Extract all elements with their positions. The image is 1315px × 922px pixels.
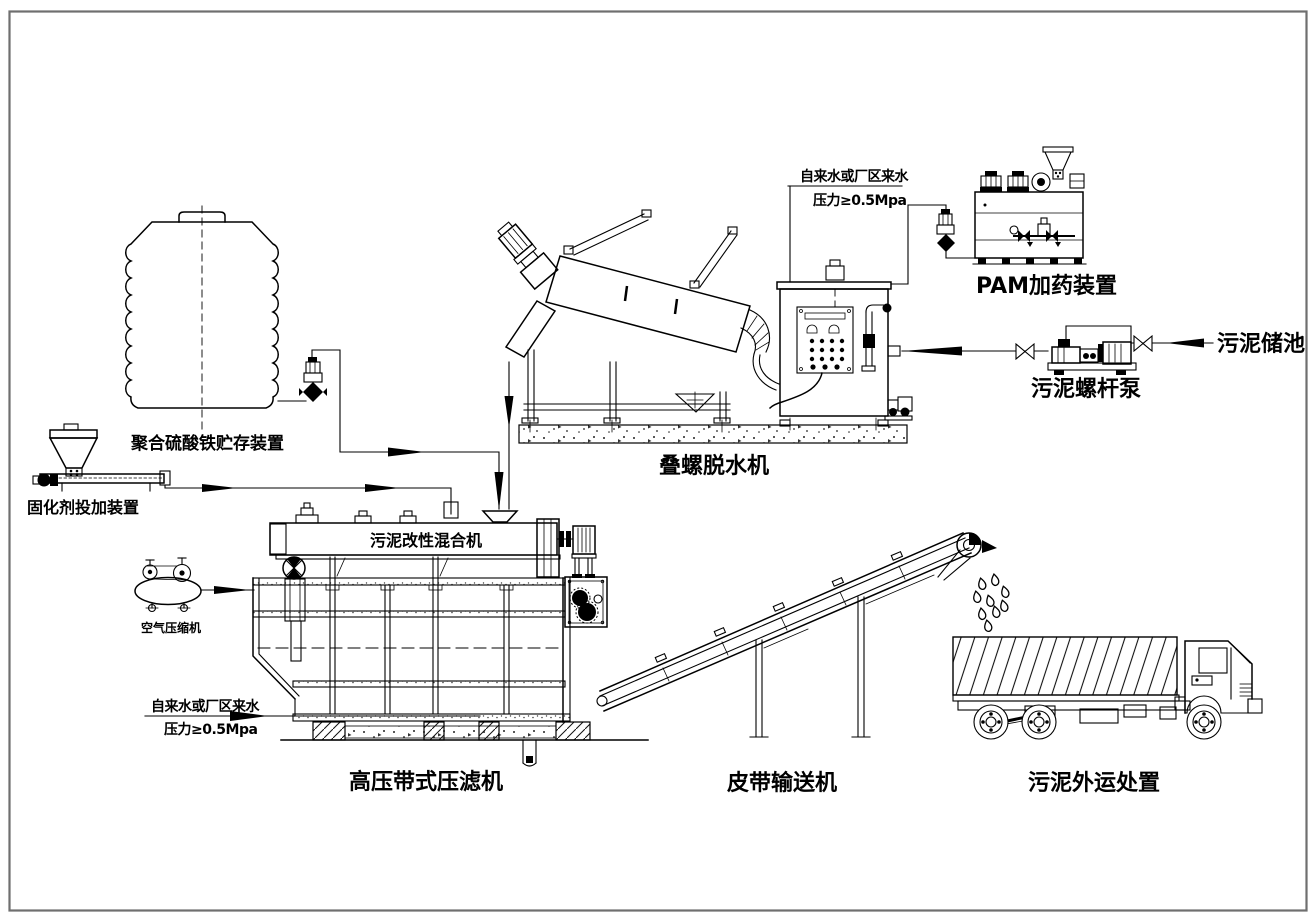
tank-pump-icon: [884, 396, 913, 421]
storage-tank-label: 聚合硫酸铁贮存装置: [130, 433, 284, 454]
cake-discharge-line: [504, 361, 514, 510]
flow-arrow-right: [230, 711, 268, 721]
wheel-icon: [1186, 704, 1222, 740]
belt-conveyor: 皮带输送机: [596, 532, 997, 796]
press-wheel-icon: [282, 556, 306, 662]
screw-dewaterer-label: 叠螺脱水机: [659, 454, 769, 479]
pam-motor-icon: [980, 171, 1002, 192]
belt-conveyor-label: 皮带输送机: [727, 770, 837, 796]
sludge-screw-pump-icon: [1047, 339, 1137, 375]
pam-manifold: [1009, 217, 1075, 247]
wheel-icon: [973, 704, 1009, 740]
water-bottom-line1: 自来水或厂区来水: [151, 698, 260, 715]
pam-dosing-label: PAM加药装置: [976, 274, 1117, 299]
pam-hopper-icon: [1042, 146, 1074, 180]
water-bottom-line2: 压力≥0.5Mpa: [164, 721, 257, 738]
sludge-screw-pump-label: 污泥螺杆泵: [1031, 377, 1141, 402]
discharge-chute: [504, 300, 557, 358]
screw-dewaterer: 叠螺脱水机: [497, 209, 908, 479]
tank-dosing-pump-icon: [277, 357, 327, 402]
sludge-mixer-label: 污泥改性混合机: [370, 531, 482, 550]
belt-filter-press-label: 高压带式压滤机: [349, 769, 503, 795]
solidifier-inlet-port: [443, 501, 459, 519]
truck-cab: [1174, 640, 1263, 714]
solidifier-doser: 固化剂投加装置: [27, 423, 452, 517]
sludge-inlet-nozzle: [887, 345, 901, 357]
flow-arrow-right: [388, 447, 425, 457]
flow-arrow-down: [494, 472, 504, 510]
mixer-motor-icon: [556, 525, 597, 578]
flow-arrow-right: [202, 484, 237, 492]
truck: 污泥外运处置: [952, 636, 1263, 796]
press-columns: [325, 556, 514, 715]
sludge-mixer: 污泥改性混合机: [269, 501, 597, 578]
water-note-bottom: 自来水或厂区来水 压力≥0.5Mpa: [144, 698, 481, 738]
pam-dosing-pump-icon: [890, 204, 976, 285]
wheel-icon: [1021, 704, 1057, 740]
press-gearbox-icon: [564, 576, 608, 628]
panel-cable: [768, 372, 823, 410]
flow-arrow-right: [365, 484, 400, 492]
pam-motor-icon: [1007, 171, 1029, 192]
control-panel: [796, 306, 854, 374]
bumper: [1247, 698, 1263, 714]
drain-pipe: [522, 739, 537, 767]
pam-dosing-unit: PAM加药装置: [890, 146, 1117, 299]
sludge-pool-label: 污泥储池: [1217, 331, 1305, 357]
feed-tank: [768, 259, 913, 427]
valve-icon: [1133, 334, 1153, 353]
blower-icon: [1031, 172, 1051, 192]
belt-filter-press: 高压带式压滤机: [252, 556, 649, 795]
solidifier-doser-label: 固化剂投加装置: [27, 498, 139, 517]
mixer-funnel: [481, 510, 519, 523]
truck-disposal-label: 污泥外运处置: [1028, 770, 1160, 796]
flow-arrow-down: [504, 396, 514, 428]
valve-icon: [1015, 342, 1035, 361]
water-top-line2: 压力≥0.5Mpa: [813, 192, 906, 209]
droplets: [973, 573, 1010, 633]
flow-arrow-right: [214, 586, 250, 594]
storage-tank: 聚合硫酸铁贮存装置: [125, 205, 327, 454]
air-compressor: 空气压缩机: [134, 557, 255, 635]
screw-motor-icon: [32, 473, 58, 487]
water-top-line1: 自来水或厂区来水: [800, 168, 909, 185]
dewaterer-motor-icon: [497, 221, 559, 291]
feed-hose: [740, 309, 780, 391]
sludge-line: 污泥储池 污泥螺杆泵: [901, 325, 1305, 402]
ferric-dosing-line: [311, 349, 504, 510]
cargo-box: [952, 636, 1178, 696]
flow-arrow-left: [902, 346, 962, 356]
water-note-top: 自来水或厂区来水 压力≥0.5Mpa: [787, 168, 910, 283]
air-compressor-label: 空气压缩机: [141, 620, 201, 635]
head-pulley-icon: [937, 532, 997, 581]
flow-arrow-left: [1166, 338, 1204, 348]
page-border: [8, 10, 1308, 912]
